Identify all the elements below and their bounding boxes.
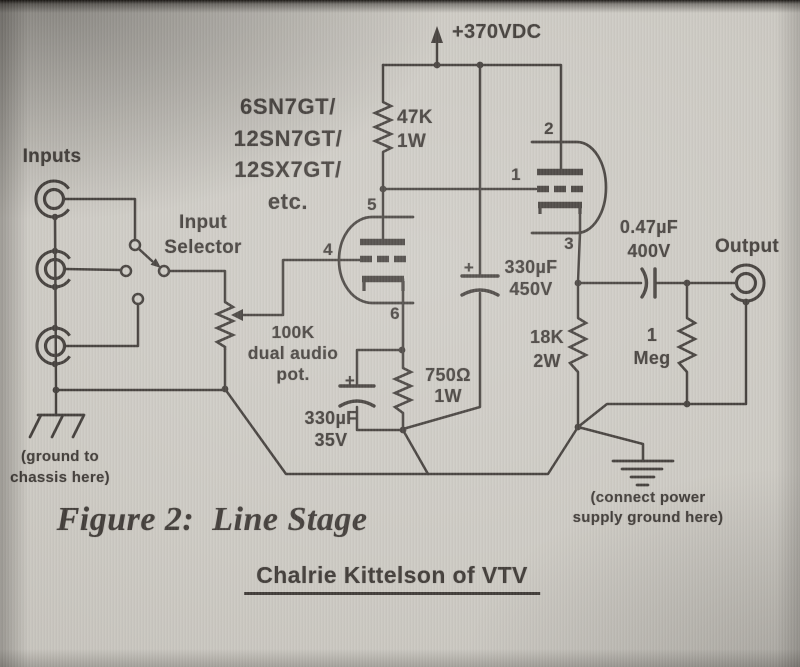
volume-pot-label: 100K dual audio pot. <box>247 322 339 384</box>
tube-type-label: 6SN7GT/ 12SN7GT/ 12SX7GT/ etc. <box>233 94 343 214</box>
power-ground-note: (connect power supply ground here) <box>572 489 724 526</box>
selector-contacts <box>119 238 171 306</box>
pin-6-label: 6 <box>390 304 400 323</box>
follower-load-resistor-label: 18K 2W <box>530 327 564 371</box>
cathode-resistor-750 <box>391 366 415 415</box>
pin-4-label: 4 <box>323 240 333 259</box>
output-label: Output <box>714 236 780 257</box>
chassis-ground-note: (ground to chassis here) <box>10 448 110 486</box>
pot-wiper-arrowhead <box>231 309 243 321</box>
capacitor-plates <box>338 267 657 408</box>
coupling-cap-label: 0.47µF 400V <box>619 217 679 261</box>
cathode-bypass-cap-label: 330µF 35V <box>304 408 358 450</box>
pin-5-label: 5 <box>367 195 377 214</box>
input-jack-1-center <box>42 187 66 211</box>
pin-1-label: 1 <box>511 165 521 184</box>
plate-resistor-label: 47K 1W <box>397 107 433 152</box>
cathode-resistor-label: 750Ω 1W <box>425 365 471 406</box>
pin-3-label: 3 <box>564 234 574 253</box>
coupling-cap-plates <box>640 267 657 299</box>
output-jack-center <box>734 271 758 295</box>
credit-line: Chalrie Kittelson of VTV <box>244 562 540 596</box>
plate-resistor-47k <box>371 100 395 154</box>
bypass-cap-polarity-mark: + <box>344 371 356 390</box>
follower-resistor-18k <box>567 316 589 373</box>
pin-2-label: 2 <box>544 119 554 138</box>
volume-pot-element <box>213 300 237 350</box>
supply-cap-polarity-mark: + <box>463 258 475 277</box>
grid-leak-resistor-1meg <box>676 316 698 373</box>
grid-leak-resistor-label: 1 Meg <box>633 325 671 368</box>
b-plus-label: +370VDC <box>452 21 542 43</box>
supply-filter-cap-label: 330µF 450V <box>504 257 558 299</box>
input-selector-label: Input Selector <box>164 212 242 258</box>
figure-caption: Figure 2: Line Stage <box>56 501 368 538</box>
earth-ground-symbol <box>611 459 675 487</box>
b-plus-arrowhead <box>431 26 443 43</box>
inputs-label: Inputs <box>22 146 82 167</box>
chassis-ground-symbol <box>28 413 86 439</box>
